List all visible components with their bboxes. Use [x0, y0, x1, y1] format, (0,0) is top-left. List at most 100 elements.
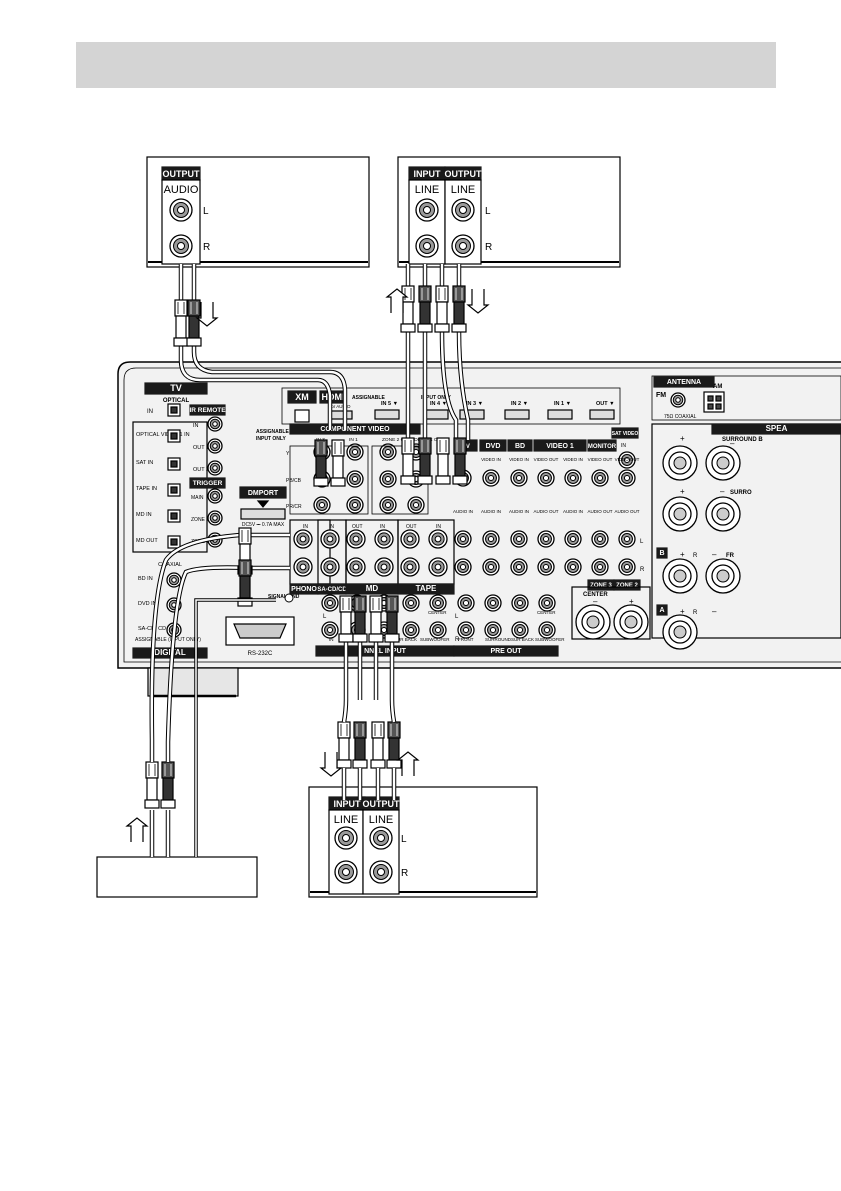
- md-join-4-inner: [390, 699, 396, 723]
- md-plug-2-grip: [353, 721, 367, 739]
- preout-header-bg: [453, 645, 559, 657]
- preout-label-4: CENTER: [537, 610, 556, 615]
- multi-jack-bot-5-pin: [462, 626, 470, 634]
- spk-surround-b-minus-core: [716, 456, 730, 470]
- audio-jack-top-2-pin: [352, 535, 360, 543]
- video-bay-l: L: [640, 539, 644, 545]
- tape-out-jack-r-pin: [458, 241, 468, 251]
- phono-header: PHONO: [291, 586, 317, 593]
- phono-plug-r-body: [239, 575, 251, 599]
- audio-jack-r-5-pin: [623, 563, 631, 571]
- cd-plug-l-body: [175, 315, 187, 339]
- component-jack-2-3-pin: [412, 501, 420, 509]
- antenna-header: ANTENNA: [667, 379, 701, 386]
- multi-jack-top-5-pin: [462, 599, 470, 607]
- ir-remote-header-bg: [189, 404, 226, 416]
- signal-gnd-terminal: [284, 593, 294, 603]
- tape-plug-3-collar: [434, 323, 450, 333]
- md-plug-1-grip: [337, 721, 351, 739]
- audio-jack-top-0-pin: [299, 535, 307, 543]
- coaxial-in-label-0: BD IN: [138, 576, 153, 582]
- sp-plus-2: +: [680, 487, 685, 496]
- xm-header: XM: [295, 392, 309, 402]
- audio-jack-r-0-pin: [487, 563, 495, 571]
- video1-header-bg: [533, 439, 587, 452]
- monitor-header-bg: [587, 439, 617, 452]
- trigger-label-1: ZONE 2: [191, 517, 209, 523]
- tape-plug-2-collar: [417, 323, 433, 333]
- tape-plug-4-body: [453, 301, 465, 325]
- hdmi-for-audio: for AUDIO: [330, 404, 351, 409]
- tape-plug-1-body: [402, 301, 414, 325]
- component-jack-0-2-pin: [384, 448, 392, 456]
- hdmi-label-5: OUT ▼: [596, 401, 615, 407]
- arrow-tape-down: [466, 289, 490, 314]
- cd-plug-l-grip: [174, 299, 188, 317]
- component-col-1: IN 1: [349, 437, 358, 443]
- tape-plug-1: [400, 285, 416, 333]
- cd-plug-l: [173, 299, 189, 347]
- trigger-label-0: MAIN: [191, 495, 204, 501]
- md-rx-plug-2-body: [354, 611, 366, 635]
- tape-label-l: L: [485, 206, 491, 217]
- ir-remote-header: IR REMOTE: [189, 407, 226, 414]
- md-plug-3: [370, 721, 386, 769]
- spk-surround-plus-core: [673, 507, 687, 521]
- video-col-label-3: VIDEO IN: [563, 457, 583, 462]
- rs232c-port: [233, 623, 287, 639]
- cd-plug-l-collar: [173, 337, 189, 347]
- sp-b-label-bg: [656, 547, 668, 559]
- sp-a-label: A: [659, 607, 664, 614]
- xm-header-bg: [287, 390, 317, 404]
- spk-surround-b-plus-core: [673, 456, 687, 470]
- digital-label-4: MD OUT: [136, 538, 158, 544]
- component-row-2: PR/CR: [286, 504, 302, 510]
- digital-optical-port-2-port: [170, 486, 178, 494]
- rs232c: RS-232C: [225, 616, 295, 657]
- sp-b-label: B: [659, 550, 664, 557]
- cd-jack-left-pin: [176, 205, 186, 215]
- audio-col-label-2: AUDIO OUT: [533, 509, 558, 514]
- component-jack-2-2-pin: [384, 501, 392, 509]
- center-frame: [571, 586, 651, 640]
- sacd-in-label: IN: [329, 524, 334, 530]
- tape-rx-plug-3: [435, 437, 451, 485]
- dmport-connector: [240, 508, 286, 520]
- video-jack-4-pin: [596, 474, 604, 482]
- audio-jack-bot-1-pin: [326, 563, 334, 571]
- audio-jack-top-4-pin: [406, 535, 414, 543]
- phono-plug-r: [237, 559, 253, 607]
- tape-rx-plug-2: [417, 437, 433, 485]
- md-in-jack-r-pin: [341, 867, 351, 877]
- dmport-header: DMPORT: [248, 490, 279, 497]
- tv-optical-label: OPTICAL: [163, 398, 190, 404]
- am-t3: [707, 403, 714, 410]
- video-bay-r: R: [640, 567, 645, 573]
- tape-plug-3: [434, 285, 450, 333]
- md-rx-plug-2: [352, 595, 368, 643]
- cd-jack-right-pin: [176, 241, 186, 251]
- sp-plus-4: +: [680, 607, 685, 616]
- tape-in-jack-l-pin: [422, 205, 432, 215]
- arrow-turntable-up: [125, 817, 149, 842]
- multi-l: L: [323, 614, 327, 620]
- ir-label-2: OUT 2: [193, 467, 209, 473]
- md-plug-3-body: [372, 737, 384, 761]
- spk-center-minus-core: [586, 615, 600, 629]
- cd-plug-r-collar: [186, 337, 202, 347]
- preout-r: R: [455, 637, 460, 643]
- video-col-label-0: VIDEO IN: [481, 457, 501, 462]
- cd-cable-l-b-inner: [179, 346, 332, 430]
- hdmi-port-4: [547, 409, 573, 420]
- digital-label-1: SAT IN: [136, 460, 153, 466]
- audio-jack-l-4-pin: [596, 535, 604, 543]
- video-col-label-1: VIDEO IN: [509, 457, 529, 462]
- am-t1: [707, 395, 714, 402]
- tape-cable-d-inner: [457, 331, 470, 440]
- multi-jack-top-7-pin: [516, 599, 524, 607]
- sacd-plug-l-grip: [314, 439, 328, 457]
- md-rx-plug-1-grip: [339, 595, 353, 613]
